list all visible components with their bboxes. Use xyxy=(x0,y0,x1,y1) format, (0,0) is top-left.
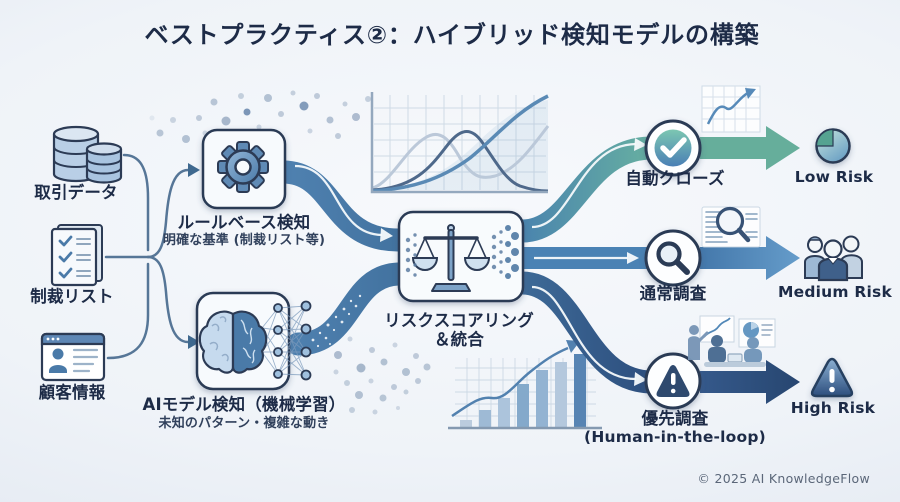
label-risk-scoring-line1: リスクスコアリング xyxy=(384,311,534,330)
arrow-low-risk xyxy=(700,126,800,170)
band-inner-arrowheads xyxy=(380,138,647,386)
label-medium-risk: Medium Risk xyxy=(778,283,892,301)
label-risk-scoring-line2: ＆統合 xyxy=(433,330,485,349)
label-auto-close: 自動クローズ xyxy=(625,169,725,188)
band-ai-specks xyxy=(311,294,362,348)
sublabel-human-in-the-loop: (Human-in-the-loop) xyxy=(584,428,766,446)
mini-line-chart-icon xyxy=(701,85,761,133)
checklist-icon xyxy=(50,224,103,287)
band-scoring-to-low xyxy=(510,136,664,243)
subtitle-rule-based-detection: 明確な基準 (制裁リスト等) xyxy=(162,233,326,248)
scales-icon xyxy=(411,224,491,292)
ai-model-box xyxy=(195,291,312,391)
subtitle-ai-model-detection: 未知のパターン・複雑な動き xyxy=(158,416,330,431)
customer-profile-icon xyxy=(40,332,106,382)
warning-icon xyxy=(644,352,702,410)
risk-scoring-box xyxy=(397,210,525,303)
gear-icon xyxy=(217,141,269,193)
label-low-risk: Low Risk xyxy=(794,168,874,186)
dot-scatter-top xyxy=(149,90,371,143)
check-icon xyxy=(644,119,702,177)
label-sanctions-list: 制裁リスト xyxy=(30,287,114,306)
footer-copyright: © 2025 AI KnowledgeFlow xyxy=(697,471,870,486)
band-ai-to-scoring xyxy=(286,262,410,356)
arrowhead-to-rule xyxy=(188,163,200,177)
arrowhead-to-ai xyxy=(188,335,200,349)
band-inner-arrows xyxy=(294,142,637,381)
neural-network-icon xyxy=(261,300,312,381)
database-icon xyxy=(52,125,123,184)
brain-icon xyxy=(198,310,268,374)
rule-based-box xyxy=(201,128,287,210)
page-title: ベストプラクティス②：ハイブリッド検知モデルの構築 xyxy=(144,21,760,49)
mini-document-magnifier-icon xyxy=(701,206,761,248)
label-normal-investigation: 通常調査 xyxy=(639,284,707,303)
magnifier-icon xyxy=(644,229,702,287)
label-priority-investigation: 優先調査 xyxy=(641,409,709,428)
meeting-scene xyxy=(688,315,776,367)
label-high-risk: High Risk xyxy=(790,399,876,417)
background-bar-chart xyxy=(448,340,602,430)
label-rule-based-detection: ルールベース検知 xyxy=(177,213,311,232)
band-rule-to-scoring xyxy=(271,160,410,252)
label-transaction-data: 取引データ xyxy=(34,183,118,202)
scoring-dots xyxy=(405,225,519,279)
label-ai-model-detection: AIモデル検知（機械学習） xyxy=(142,395,346,414)
arrow-high-risk xyxy=(700,360,800,404)
pie-chart-icon xyxy=(815,128,851,164)
warning-triangle-icon xyxy=(810,357,854,398)
people-icon xyxy=(804,235,863,282)
background-line-chart xyxy=(370,92,550,194)
source-connectors xyxy=(104,153,190,360)
label-customer-info: 顧客情報 xyxy=(38,383,106,402)
